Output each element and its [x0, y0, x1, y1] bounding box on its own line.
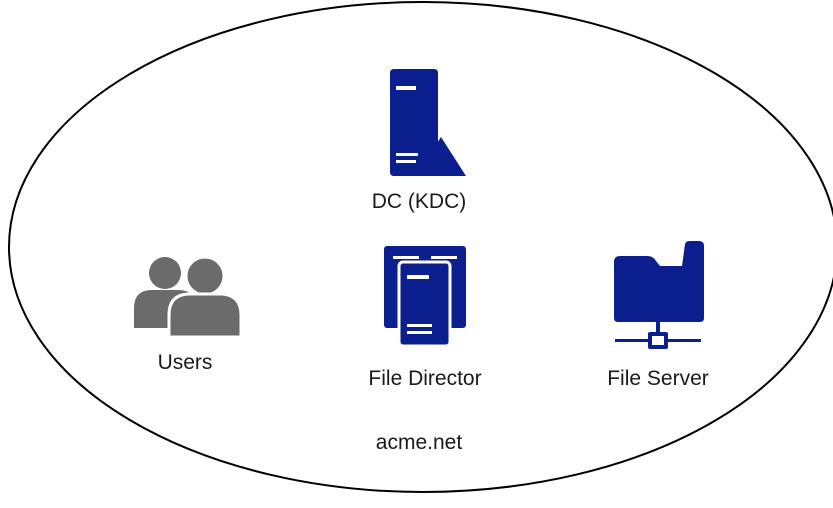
server-cluster-icon [384, 246, 466, 348]
network-folder-icon [614, 241, 704, 349]
dc-label: DC (KDC) [371, 190, 467, 213]
users-label: Users [157, 351, 213, 374]
domain-controller-server-icon [390, 69, 466, 176]
file-server-label: File Server [607, 367, 709, 390]
users-group-icon [134, 255, 243, 339]
domain-label: acme.net [375, 431, 463, 454]
file-director-label: File Director [368, 367, 482, 390]
domain-boundary-ellipse [8, 1, 833, 493]
